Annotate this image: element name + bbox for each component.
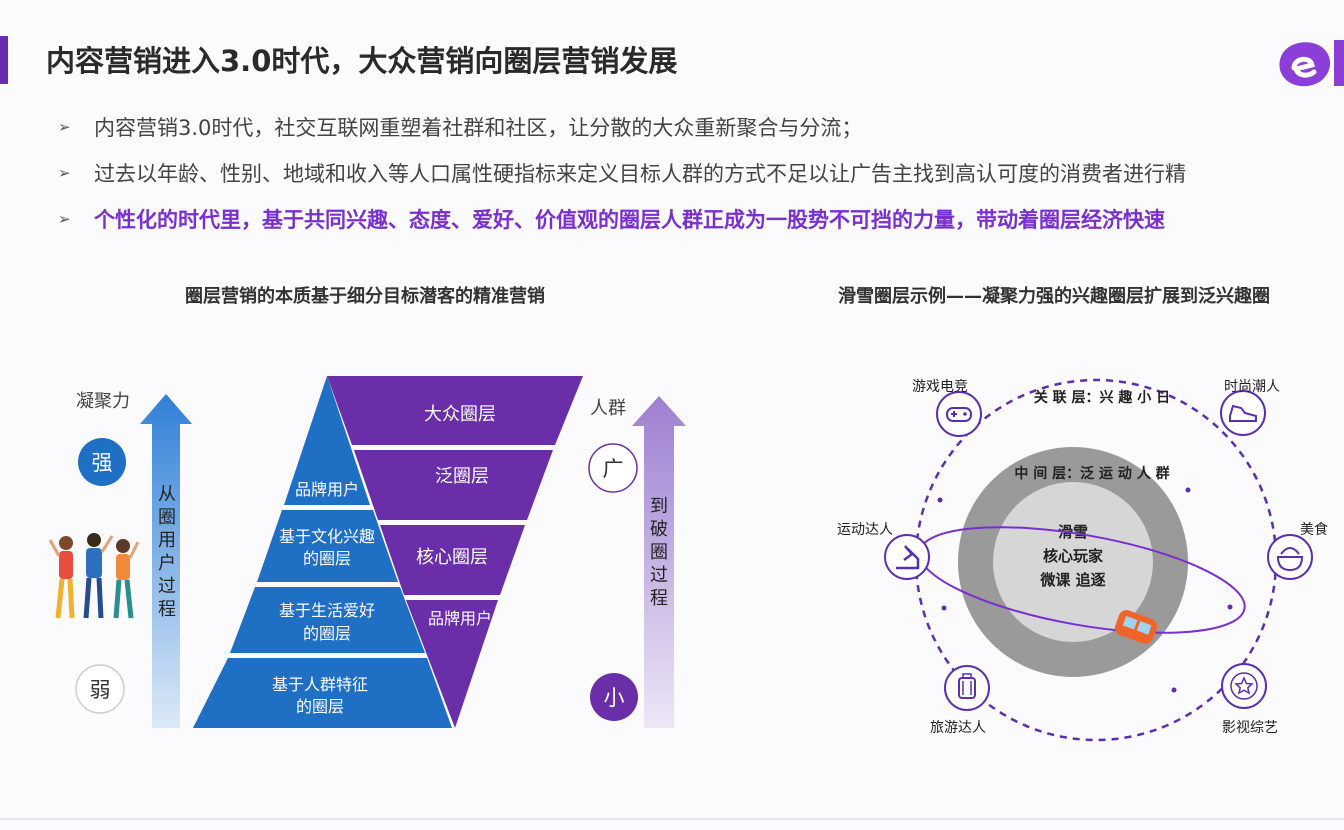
strong-label: 强 xyxy=(92,451,113,475)
core-text: 核心玩家 xyxy=(1043,547,1103,565)
wide-label: 广 xyxy=(603,457,624,481)
node-label: 游戏电竞 xyxy=(912,378,968,395)
node-label: 美食 xyxy=(1300,521,1328,538)
pyramid-layer-culture xyxy=(257,510,398,582)
bullet-text: 过去以年龄、性别、地域和收入等人口属性硬指标来定义目标人群的方式不足以让广告主找… xyxy=(94,162,1186,186)
pyramid-layer-label: 的圈层 xyxy=(303,624,351,643)
gamepad-icon xyxy=(946,407,972,422)
node-label: 旅游达人 xyxy=(930,720,986,736)
food-bowl-icon xyxy=(1276,547,1304,572)
page-title: 内容营销进入3.0时代，大众营销向圈层营销发展 xyxy=(46,44,678,78)
outer-ring-label: 关 联 层：兴 趣 小 日 xyxy=(1034,389,1170,406)
inverted-layer-pan xyxy=(354,450,553,520)
bullet-list: ➢ 内容营销3.0时代，社交互联网重塑着社群和社区，让分散的大众重新聚合与分流；… xyxy=(58,112,1344,250)
inverted-layer-label: 品牌用户 xyxy=(428,609,492,628)
brand-e-logo-icon xyxy=(1279,40,1344,87)
node-travel: 旅游达人 xyxy=(930,665,990,736)
node-gaming: 游戏电竞 xyxy=(912,378,982,437)
node-label: 运动达人 xyxy=(837,522,893,538)
bullet-item: ➢ 内容营销3.0时代，社交互联网重塑着社群和社区，让分散的大众重新聚合与分流； xyxy=(58,112,1344,158)
dot xyxy=(1227,604,1233,610)
crowd-arrow-text: 到破圈过程 xyxy=(650,496,668,609)
luggage-icon xyxy=(958,673,976,699)
title-accent-bar xyxy=(0,36,8,84)
sneaker-icon xyxy=(1229,404,1257,422)
pyramid-layer-label: 基于生活爱好 xyxy=(279,601,375,620)
node-food: 美食 xyxy=(1267,521,1328,580)
right-diagram-title: 滑雪圈层示例——凝聚力强的兴趣圈层扩展到泛兴趣圈 xyxy=(838,286,1270,307)
weak-badge xyxy=(75,664,125,714)
strong-badge xyxy=(78,438,126,486)
pyramid-layer-label: 的圈层 xyxy=(296,697,344,716)
left-diagram: 凝聚力 强 弱 从圈用户过程 品牌用户 基于文化兴趣 的圈层 基于生活爱好 的圈… xyxy=(48,376,686,728)
bullet-item: ➢ 过去以年龄、性别、地域和收入等人口属性硬指标来定义目标人群的方式不足以让广告… xyxy=(58,158,1344,204)
node-label: 时尚潮人 xyxy=(1224,379,1280,395)
crowd-label: 人群 xyxy=(590,398,626,419)
pyramid-layer-label: 品牌用户 xyxy=(295,480,359,499)
bullet-arrow-icon: ➢ xyxy=(58,210,71,228)
node-fashion: 时尚潮人 xyxy=(1220,379,1280,436)
dot xyxy=(1185,487,1191,493)
inverted-layer-core xyxy=(380,525,525,595)
pyramid-layer-label: 的圈层 xyxy=(303,549,351,568)
pyramid-layer-label: 基于文化兴趣 xyxy=(279,527,375,546)
bullet-arrow-icon: ➢ xyxy=(58,164,71,182)
bullet-item-highlight: ➢ 个性化的时代里，基于共同兴趣、态度、爱好、价值观的圈层人群正成为一股势不可挡… xyxy=(58,204,1344,250)
core-text: 微课 追逐 xyxy=(1039,571,1105,589)
pyramid-layer-brand-users xyxy=(284,376,370,505)
inverted-layer-mass xyxy=(327,376,583,445)
pyramid-layer-lifestyle xyxy=(230,587,425,653)
ski-gondola-icon xyxy=(1115,610,1157,644)
inverted-layer-label: 大众圈层 xyxy=(424,404,496,425)
inverted-layer-label: 核心圈层 xyxy=(416,547,488,568)
node-entertainment: 影视综艺 xyxy=(1221,663,1278,736)
cohesion-arrow-text: 从圈用户过程 xyxy=(158,484,176,620)
dot xyxy=(937,497,943,503)
dot xyxy=(1171,687,1177,693)
pyramid-layer-label: 基于人群特征 xyxy=(272,675,368,694)
wide-badge xyxy=(588,443,638,493)
people-illustration-icon xyxy=(48,533,140,619)
dot xyxy=(941,605,947,611)
bottom-divider xyxy=(0,818,1344,820)
small-badge xyxy=(590,673,638,721)
node-sports: 运动达人 xyxy=(837,522,930,580)
left-diagram-title: 圈层营销的本质基于细分目标潜客的精准营销 xyxy=(185,286,545,307)
right-diagram: 滑雪 核心玩家 微课 追逐 中 间 层：泛 运 动 人 群 关 联 层：兴 趣 … xyxy=(837,378,1328,742)
bullet-arrow-icon: ➢ xyxy=(58,118,71,136)
crowd-arrow xyxy=(632,396,686,728)
bullet-text: 个性化的时代里，基于共同兴趣、态度、爱好、价值观的圈层人群正成为一股势不可挡的力… xyxy=(94,208,1165,232)
middle-ring-label: 中 间 层：泛 运 动 人 群 xyxy=(1014,465,1169,482)
inverted-layer-brand xyxy=(406,600,498,728)
small-label: 小 xyxy=(604,686,625,710)
pyramid-layer-demographic xyxy=(193,658,452,728)
core-disc xyxy=(993,482,1153,642)
running-icon xyxy=(896,545,920,570)
cohesion-label: 凝聚力 xyxy=(76,391,130,412)
star-icon xyxy=(1234,676,1254,695)
bullet-text: 内容营销3.0时代，社交互联网重塑着社群和社区，让分散的大众重新聚合与分流； xyxy=(94,116,863,140)
node-label: 影视综艺 xyxy=(1222,720,1278,736)
cohesion-arrow xyxy=(140,394,192,728)
inverted-layer-label: 泛圈层 xyxy=(435,466,489,487)
weak-label: 弱 xyxy=(90,678,111,702)
